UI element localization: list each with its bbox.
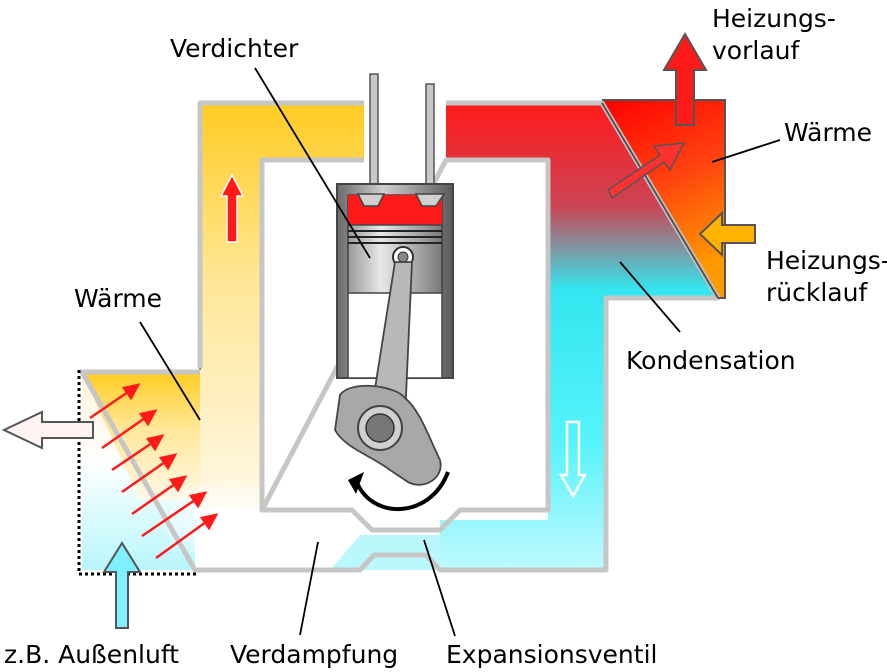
compressor: [334, 73, 454, 512]
heat-left-label: Wärme: [74, 284, 163, 313]
heat-right-label: Wärme: [784, 118, 873, 147]
evaporation-label: Verdampfung: [230, 640, 399, 669]
flow-down-arrow-icon: [558, 420, 588, 499]
heating-return-arrow-icon: [698, 210, 756, 258]
heating-supply-label-line1: Heizungs-: [712, 4, 836, 33]
heating-return-label-line2: rücklauf: [766, 278, 868, 307]
flow-up-arrow-icon: [219, 173, 245, 243]
outside-air-arrow-icon: [102, 541, 142, 629]
evaporator-heat-arrows: [89, 383, 219, 560]
expansion-valve-label: Expansionsventil: [446, 640, 658, 669]
leader-lines: [139, 67, 781, 637]
heating-supply-arrow-icon: [662, 32, 708, 126]
compressor-label: Verdichter: [170, 34, 299, 63]
condenser: [602, 100, 725, 298]
hot-descending-pipe: [412, 103, 718, 570]
heating-return-label-line1: Heizungs-: [766, 246, 887, 275]
condensation-label: Kondensation: [626, 346, 796, 375]
warm-riser-pipe: [200, 103, 364, 510]
exhaust-air-arrow-icon: [1, 410, 94, 450]
outside-air-label: z.B. Außenluft: [4, 640, 179, 669]
rotation-arrow-icon: [348, 472, 364, 494]
heating-supply-label-line2: vorlauf: [712, 36, 800, 65]
heat-transfer-arrow-icon: [607, 142, 686, 200]
